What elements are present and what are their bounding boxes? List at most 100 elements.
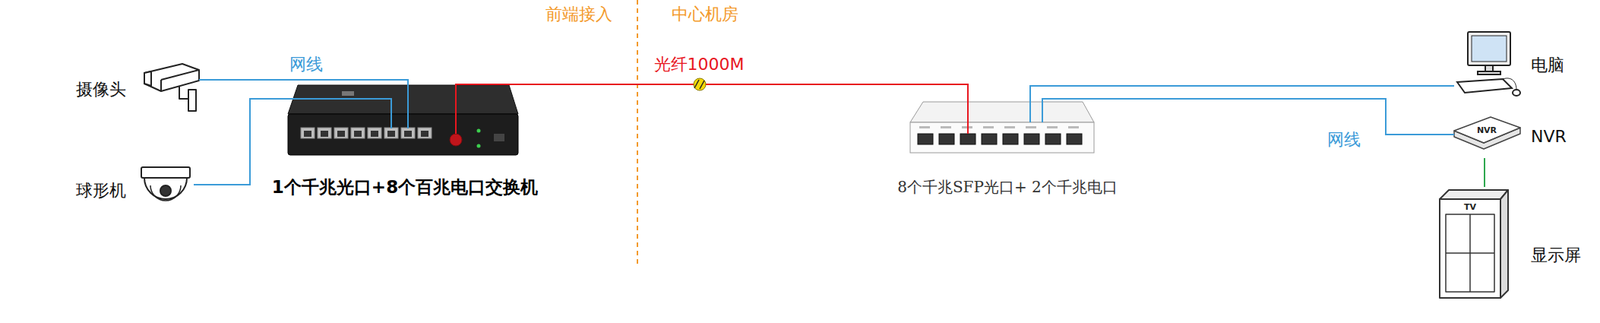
- access-switch-icon-part-part: [320, 130, 329, 137]
- core-switch-icon-part-part: [919, 126, 930, 129]
- fiber-break-symbol-part: [699, 80, 705, 89]
- camera-icon-part: [160, 79, 162, 92]
- access-switch-icon-part-part: [303, 130, 312, 137]
- zone-label: 中心机房: [671, 4, 739, 25]
- access-switch-icon-part-part: [417, 127, 432, 139]
- access-switch-icon-part-part: [350, 127, 365, 139]
- core-switch-icon: [910, 101, 1095, 153]
- fiber-break-symbol-part: [694, 79, 699, 89]
- access-switch-icon-part: [477, 129, 481, 133]
- camera-node: 摄像头: [132, 63, 200, 113]
- cable-link: [1483, 158, 1486, 187]
- core-switch-icon-part-part: [917, 133, 933, 145]
- core-switch-icon-part-part: [960, 133, 976, 145]
- access-switch-icon-part: [287, 113, 519, 155]
- core-switch-icon-part: [910, 101, 1095, 123]
- access-switch-icon-part: [493, 133, 505, 142]
- cable-link: [1042, 98, 1455, 135]
- device-tag: NVR: [1476, 125, 1497, 136]
- core-switch-icon-part-part: [1046, 126, 1058, 129]
- display-wall-icon-part: [1445, 252, 1495, 254]
- computer-icon-part: [1471, 35, 1507, 62]
- core-switch-icon-part: [910, 122, 1095, 153]
- display-wall-node: TV显示屏: [1436, 186, 1506, 301]
- access-switch-icon-part-part: [384, 127, 399, 139]
- access-switch-icon-part-part: [367, 127, 382, 139]
- display-wall-icon: [1439, 189, 1509, 298]
- access-switch-icon-part: [341, 91, 355, 96]
- core-switch-icon-part-part: [983, 126, 994, 129]
- display-wall-icon-part: [1500, 189, 1509, 298]
- zone-label: 前端接入: [545, 4, 613, 25]
- fiber-label: 光纤1000M: [651, 54, 747, 75]
- access-switch-icon-part-part: [334, 127, 348, 139]
- computer-icon: [1457, 31, 1521, 96]
- dome-camera-icon-part: [150, 185, 181, 201]
- port-stub: [391, 113, 968, 134]
- camera-icon: [144, 63, 200, 111]
- device-tag: TV: [1464, 202, 1477, 212]
- core-switch-icon-part-part: [939, 133, 955, 145]
- device-label: NVR: [1530, 126, 1567, 146]
- core-switch-icon-part-part: [1025, 126, 1037, 129]
- cable-label: 网线: [287, 54, 326, 75]
- port-stub-part: [967, 122, 969, 134]
- zone-divider: [636, 0, 639, 266]
- access-switch-icon-part-part: [387, 130, 396, 137]
- computer-icon-part: [1457, 79, 1512, 93]
- dome-camera-node: 球形机: [137, 163, 194, 215]
- device-label: 8个千兆SFP光口+ 2个千兆电口: [897, 177, 1118, 198]
- core-switch-icon-part: [917, 126, 1082, 145]
- access-switch-icon-part: [477, 144, 481, 149]
- cable-link: [1030, 85, 1455, 123]
- access-switch-icon-part-part: [354, 130, 362, 137]
- core-switch-icon-part-part: [1066, 133, 1082, 145]
- cable-link: [193, 98, 392, 185]
- access-switch-icon-part: [449, 133, 462, 146]
- device-label: 电脑: [1530, 53, 1565, 77]
- cable-label: 网线: [1324, 129, 1363, 150]
- port-stub-part: [455, 113, 457, 134]
- camera-icon-part: [161, 69, 200, 80]
- dome-camera-icon-part: [141, 167, 190, 178]
- device-label: 摄像头: [75, 78, 127, 102]
- nvr-icon: [1454, 116, 1521, 149]
- nvr-node: NVRNVR: [1454, 115, 1521, 159]
- display-wall-icon-part: [1439, 189, 1509, 200]
- camera-icon-part: [144, 63, 200, 92]
- cable-link: [199, 79, 408, 114]
- core-switch-icon-part-part: [1045, 133, 1061, 145]
- core-switch-icon-part-part: [981, 133, 997, 145]
- core-switch-icon-part-part: [1068, 126, 1079, 129]
- access-switch-icon-part-part: [337, 130, 345, 137]
- access-switch-icon-part-part: [317, 127, 332, 139]
- dome-camera-icon-part: [160, 185, 171, 197]
- core-switch-icon-part-part: [1024, 133, 1040, 145]
- core-switch-icon-part-part: [1002, 133, 1019, 145]
- camera-icon-part: [144, 71, 152, 86]
- core-switch-icon-part-part: [1004, 126, 1016, 129]
- computer-icon-part: [1502, 78, 1517, 90]
- port-stub-part: [390, 113, 393, 129]
- access-switch-icon-part-part: [404, 130, 412, 137]
- access-switch-icon: [287, 85, 519, 155]
- camera-icon-part: [188, 89, 197, 111]
- device-label: 1个千兆光口+8个百兆电口交换机: [271, 175, 538, 200]
- core-switch-node: 8个千兆SFP光口+ 2个千兆电口: [910, 122, 1095, 153]
- display-wall-icon-part: [1439, 199, 1501, 298]
- access-switch-icon-part: [300, 127, 432, 139]
- computer-icon-part: [1485, 65, 1493, 72]
- access-switch-icon-part-part: [300, 127, 315, 139]
- access-switch-icon-part-part: [420, 130, 429, 137]
- fiber-break-symbol-part: [693, 78, 706, 91]
- computer-icon-part: [1467, 31, 1511, 66]
- computer-icon-part: [1512, 89, 1521, 96]
- port-stub-part: [407, 113, 409, 129]
- computer-icon-part: [1477, 71, 1501, 75]
- fiber-break-symbol: [693, 78, 706, 91]
- fiber-link: [455, 84, 968, 123]
- device-label: 球形机: [75, 179, 127, 203]
